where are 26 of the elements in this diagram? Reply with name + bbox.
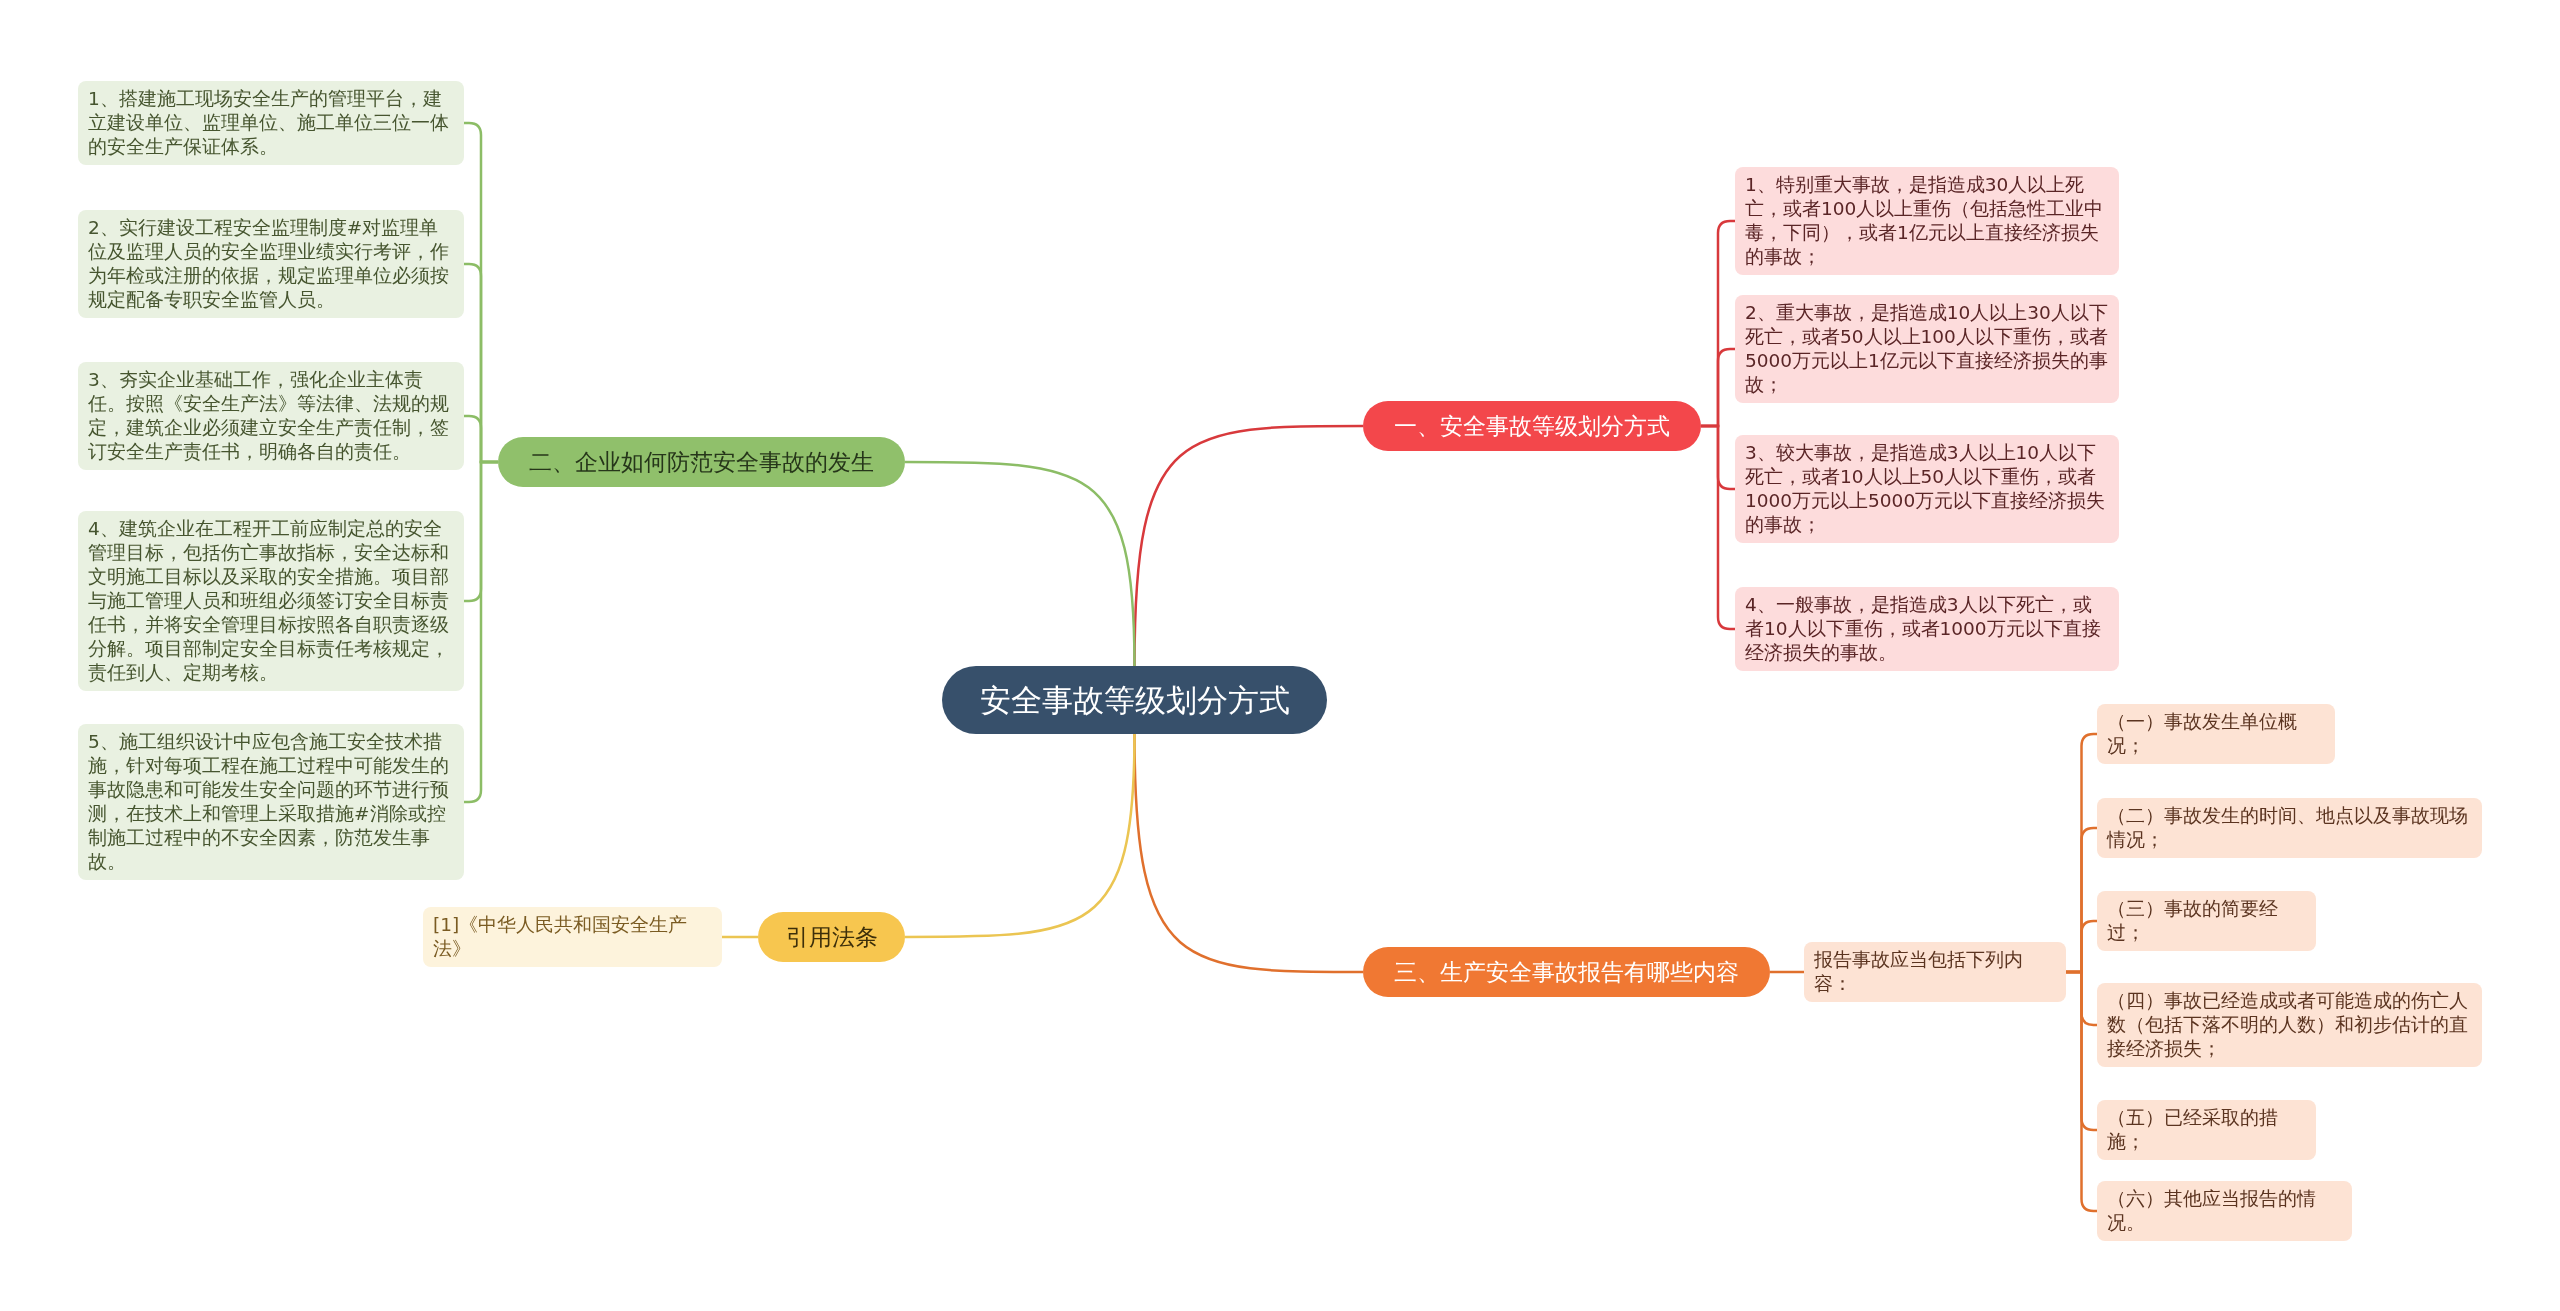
connector bbox=[722, 935, 758, 939]
leaf-note: （六）其他应当报告的情况。 bbox=[2097, 1181, 2352, 1241]
branch-topic: 一、安全事故等级划分方式 bbox=[1363, 401, 1701, 451]
leaf-note: （四）事故已经造成或者可能造成的伤亡人数（包括下落不明的人数）和初步估计的直接经济损失； bbox=[2097, 983, 2482, 1067]
leaf-note: （二）事故发生的时间、地点以及事故现场情况； bbox=[2097, 798, 2482, 858]
leaf-note: 报告事故应当包括下列内容： bbox=[1804, 942, 2066, 1002]
leaf-note: 1、特别重大事故，是指造成30人以上死亡，或者100人以上重伤（包括急性工业中毒，下同），或者1亿元以上直接经济损失的事故； bbox=[1735, 167, 2119, 275]
leaf-note: 2、实行建设工程安全监理制度#对监理单位及监理人员的安全监理业绩实行考评，作为年检或注册的依据，规定监理单位必须按规定配备专职安全监管人员。 bbox=[78, 210, 464, 318]
leaf-note: 1、搭建施工现场安全生产的管理平台，建立建设单位、监理单位、施工单位三位一体的安全生产保证体系。 bbox=[78, 81, 464, 165]
leaf-note: 2、重大事故，是指造成10人以上30人以下死亡，或者50人以上100人以下重伤，或者5000万元以上1亿元以下直接经济损失的事故； bbox=[1735, 295, 2119, 403]
branch-topic: 引用法条 bbox=[758, 912, 905, 962]
leaf-note: （五）已经采取的措施； bbox=[2097, 1100, 2316, 1160]
branch-topic: 二、企业如何防范安全事故的发生 bbox=[498, 437, 905, 487]
leaf-note: 4、一般事故，是指造成3人以下死亡，或者10人以下重伤，或者1000万元以下直接经济损失的事故。 bbox=[1735, 587, 2119, 671]
leaf-note: 4、建筑企业在工程开工前应制定总的安全管理目标，包括伤亡事故指标，安全达标和文明施工目标以及采取的安全措施。项目部与施工管理人员和班组必须签订安全目标责任书，并将安全管理目标按照各自职责逐级分解。项目部制定安全目标责任考核规定，责任到人、定期考核。 bbox=[78, 511, 464, 691]
connector bbox=[905, 733, 1136, 939]
leaf-note: [1]《中华人民共和国安全生产法》 bbox=[423, 907, 722, 967]
leaf-note: （一）事故发生单位概况； bbox=[2097, 704, 2335, 764]
connector bbox=[905, 460, 1136, 667]
leaf-note: 3、较大事故，是指造成3人以上10人以下死亡，或者10人以上50人以下重伤，或者1000万元以上5000万元以下直接经济损失的事故； bbox=[1735, 435, 2119, 543]
connector bbox=[1770, 970, 1804, 974]
leaf-note: 3、夯实企业基础工作，强化企业主体责任。按照《安全生产法》等法律、法规的规定，建筑企业必须建立安全生产责任制，签订安全生产责任书，明确各自的责任。 bbox=[78, 362, 464, 470]
leaf-note: 5、施工组织设计中应包含施工安全技术措施，针对每项工程在施工过程中可能发生的事故隐患和可能发生安全问题的环节进行预测，在技术上和管理上采取措施#消除或控制施工过程中的不安全因素，防范发生事故。 bbox=[78, 724, 464, 880]
branch-topic: 三、生产安全事故报告有哪些内容 bbox=[1363, 947, 1770, 997]
leaf-note: （三）事故的简要经过； bbox=[2097, 891, 2316, 951]
central-topic: 安全事故等级划分方式 bbox=[942, 666, 1327, 734]
